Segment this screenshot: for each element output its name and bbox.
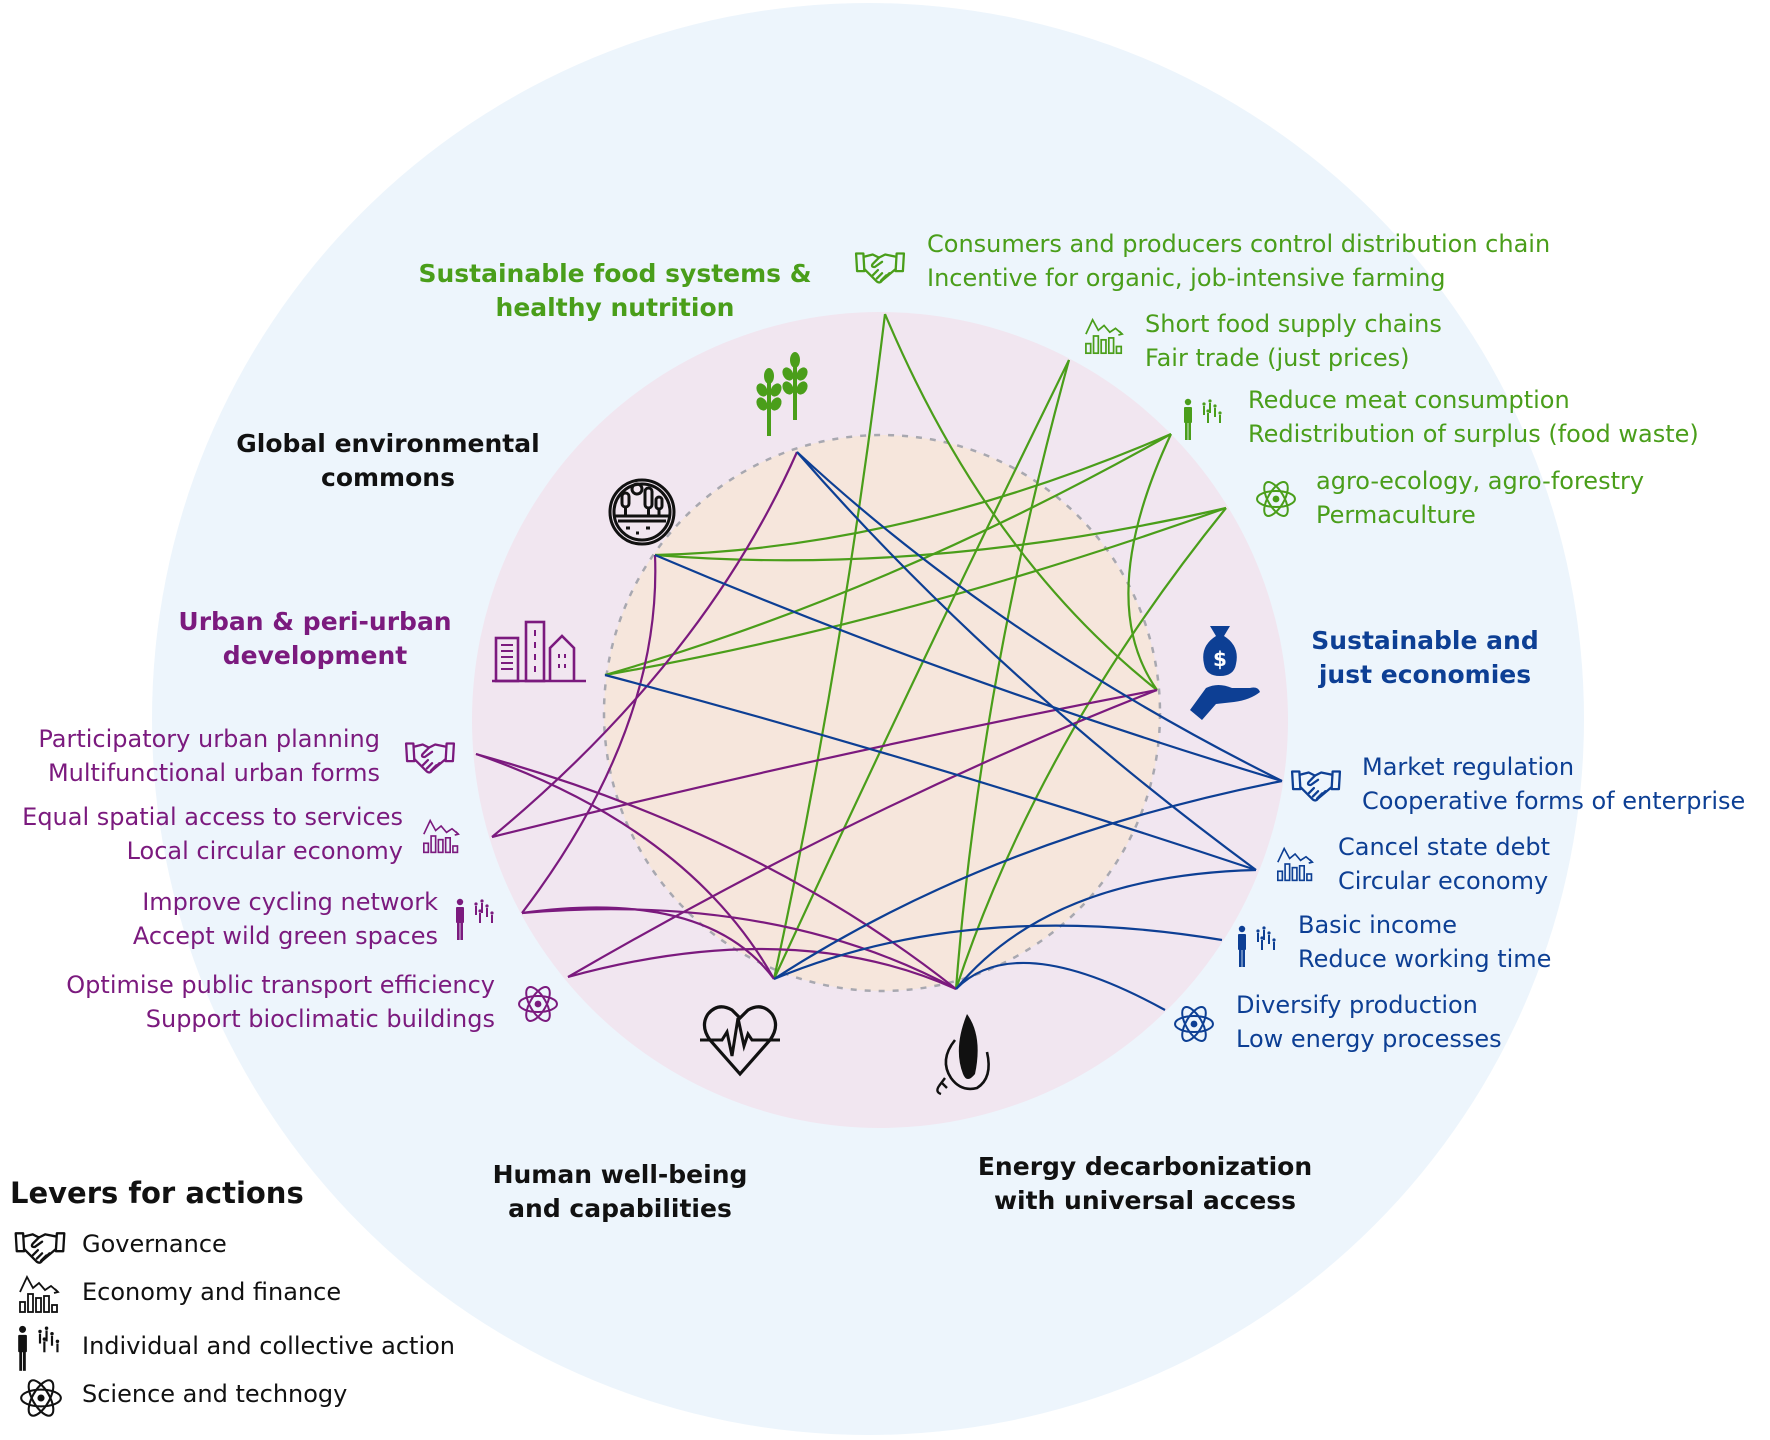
link-green-food-science-to-urban <box>604 506 1227 677</box>
dimension-label-line: Sustainable and <box>1311 626 1539 655</box>
link-green-food-governance-to-economies <box>883 313 1158 691</box>
dimension-label-food: Sustainable food systems & healthy nutri… <box>400 257 830 325</box>
lever-text-line: Permaculture <box>1316 501 1476 529</box>
dimension-label-line: healthy nutrition <box>495 293 735 322</box>
legend-item-science: Science and technogy <box>82 1380 348 1408</box>
dimension-label-line: Sustainable food systems & <box>418 259 812 288</box>
lever-urban-economy: Equal spatial access to services Local c… <box>22 800 403 868</box>
lever-urban-science: Optimise public transport efficiency Sup… <box>66 968 495 1036</box>
link-blue-economies-governance-to-food <box>796 451 1283 782</box>
link-purple-urban-governance-to-energy <box>475 752 957 990</box>
money-bag-hand-icon: $ <box>1190 626 1260 720</box>
lever-text-line: Short food supply chains <box>1145 310 1442 338</box>
lever-text-line: Local circular economy <box>126 837 403 865</box>
lever-urban-governance: Participatory urban planning Multifuncti… <box>38 722 380 790</box>
legend-people-icon <box>18 1325 60 1371</box>
link-blue-economies-science-to-energy <box>955 961 1166 1011</box>
dimension-label-line: Urban & peri-urban <box>178 607 452 636</box>
legend-item-economy: Economy and finance <box>82 1278 342 1306</box>
legend-atom-icon <box>20 1375 62 1421</box>
dimension-label-line: Energy decarbonization <box>977 1152 1313 1181</box>
lever-text-line: Consumers and producers control distribu… <box>927 230 1551 258</box>
dimension-label-wellbeing: Human well-being and capabilities <box>470 1158 770 1226</box>
link-green-food-action-to-commons <box>654 432 1172 557</box>
link-purple-urban-economy-to-food <box>491 451 799 838</box>
link-purple-urban-action-to-wellbeing <box>521 906 775 980</box>
lever-text-line: Diversify production <box>1236 991 1478 1019</box>
lever-urban-action: Improve cycling network Accept wild gree… <box>133 885 438 953</box>
lever-text-line: Cooperative forms of enterprise <box>1362 787 1746 815</box>
lever-text-line: Equal spatial access to services <box>22 803 403 831</box>
link-green-food-economy-to-energy <box>954 359 1071 990</box>
dimension-label-line: Global environmental <box>236 429 540 458</box>
lever-text-line: Basic income <box>1298 911 1458 939</box>
lever-text-line: Optimise public transport efficiency <box>66 971 495 999</box>
lever-economies-science: Diversify production Low energy processe… <box>1236 988 1502 1056</box>
dimension-label-commons: Global environmental commons <box>218 427 558 495</box>
wheat-icon <box>756 352 808 436</box>
dimension-label-economies: Sustainable and just economies <box>1290 624 1560 692</box>
lever-text-line: Support bioclimatic buildings <box>145 1005 495 1033</box>
link-green-food-action-to-economies <box>1127 433 1172 691</box>
link-purple-urban-action-to-energy <box>521 908 957 990</box>
heart-pulse-icon <box>700 1005 780 1077</box>
lever-text-line: Accept wild green spaces <box>132 922 438 950</box>
lever-text-line: Circular economy <box>1338 867 1549 895</box>
link-blue-economies-economy-to-food <box>796 451 1257 871</box>
dimension-label-line: with universal access <box>993 1186 1297 1215</box>
link-green-food-science-to-commons <box>654 506 1227 562</box>
dimension-label-energy: Energy decarbonization with universal ac… <box>970 1150 1320 1218</box>
dimension-label-line: and capabilities <box>508 1194 732 1223</box>
link-purple-urban-economy-to-economies <box>491 688 1158 839</box>
lever-text-line: Multifunctional urban forms <box>47 759 380 787</box>
lever-text-line: Low energy processes <box>1236 1025 1502 1053</box>
city-buildings-icon <box>492 620 586 683</box>
inner-disc <box>602 433 1162 993</box>
lever-food-action: Reduce meat consumption Redistribution o… <box>1248 383 1699 451</box>
link-purple-urban-action-to-commons <box>521 554 657 914</box>
link-blue-economies-governance-to-commons <box>654 553 1283 783</box>
landscape-icon <box>608 478 676 546</box>
lever-text-line: Improve cycling network <box>142 888 438 916</box>
link-blue-economies-economy-to-urban <box>604 673 1257 872</box>
link-green-food-governance-to-wellbeing <box>772 313 887 980</box>
dimension-label-line: Human well-being <box>492 1160 748 1189</box>
lever-economies-economy: Cancel state debt Circular economy <box>1338 830 1550 898</box>
lever-text-line: Market regulation <box>1362 753 1575 781</box>
lever-food-science: agro-ecology, agro-forestry Permaculture <box>1316 464 1644 532</box>
link-green-food-action-to-urban <box>604 433 1172 677</box>
link-green-food-science-to-energy <box>954 507 1227 990</box>
leaf-plug-icon <box>936 1014 990 1096</box>
lever-text-line: Cancel state debt <box>1338 833 1551 861</box>
lever-text-line: Reduce working time <box>1298 945 1552 973</box>
lever-text-line: Participatory urban planning <box>38 725 380 753</box>
dimension-label-line: development <box>222 641 408 670</box>
lever-economies-action: Basic income Reduce working time <box>1298 908 1551 976</box>
lever-text-line: Fair trade (just prices) <box>1145 344 1410 372</box>
legend-handshake-icon <box>14 1232 66 1264</box>
link-purple-urban-science-to-energy <box>567 947 957 991</box>
lever-food-governance: Consumers and producers control distribu… <box>927 227 1550 295</box>
lever-text-line: Incentive for organic, job-intensive far… <box>927 264 1446 292</box>
legend-chart-icon <box>19 1276 59 1313</box>
lever-text-line: agro-ecology, agro-forestry <box>1316 467 1645 495</box>
link-purple-urban-governance-to-wellbeing <box>475 752 775 980</box>
svg-text:$: $ <box>1213 647 1227 671</box>
link-purple-urban-science-to-economies <box>567 688 1158 978</box>
legend-title: Levers for actions <box>10 1176 304 1210</box>
lever-text-line: Redistribution of surplus (food waste) <box>1248 420 1699 448</box>
lever-economies-governance: Market regulation Cooperative forms of e… <box>1362 750 1745 818</box>
dimension-label-urban: Urban & peri-urban development <box>160 605 470 673</box>
dimension-label-line: commons <box>321 463 455 492</box>
links-layer <box>475 313 1283 1011</box>
link-blue-economies-action-to-wellbeing <box>773 924 1223 981</box>
link-blue-economies-economy-to-energy <box>955 868 1257 990</box>
lever-food-economy: Short food supply chains Fair trade (jus… <box>1145 307 1442 375</box>
legend-item-action: Individual and collective action <box>82 1332 456 1360</box>
lever-text-line: Reduce meat consumption <box>1248 386 1570 414</box>
legend-item-governance: Governance <box>82 1230 227 1258</box>
link-blue-economies-governance-to-wellbeing <box>773 779 1283 980</box>
dimension-label-line: just economies <box>1318 660 1532 689</box>
